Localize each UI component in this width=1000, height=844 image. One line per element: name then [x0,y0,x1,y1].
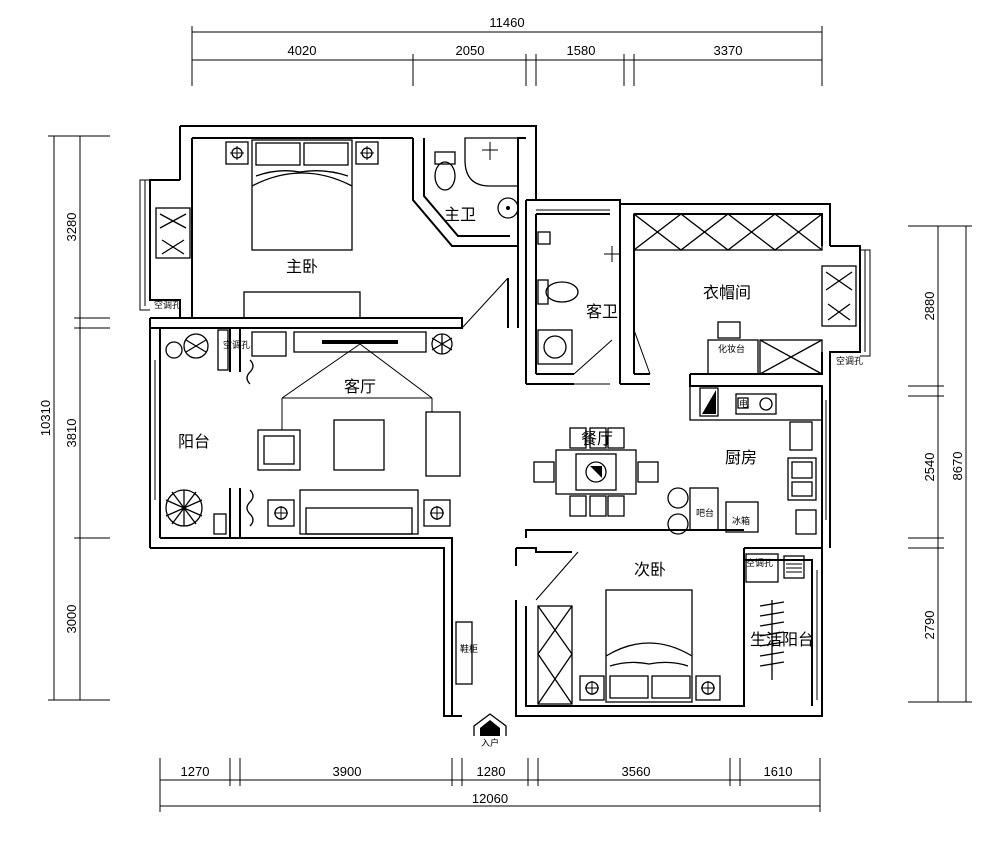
room-label-cloakroom: 衣帽间 [703,284,751,302]
utility-balcony-items [745,553,805,680]
window-plant-icon [155,207,191,259]
room-label-balcony: 阳台 [178,433,210,451]
dining-table [533,427,659,517]
label-ac-hole-1: 空调孔 [154,299,181,310]
dim-bottom-2: 3900 [333,764,362,779]
room-label-master-bath: 主卫 [444,206,476,224]
dim-right-3: 2790 [922,611,937,640]
room-label-living-room: 客厅 [344,378,376,396]
dim-right-2: 2540 [922,453,937,482]
dim-top-2: 2050 [456,43,485,58]
label-ac-hole-3: 空调孔 [836,355,863,366]
room-label-second-bedroom: 次卧 [634,561,666,579]
shoe-cabinet [455,621,473,685]
balcony-items [213,329,287,535]
doors [461,277,651,601]
room-label-utility-balcony: 生活阳台 [750,631,814,649]
dim-right-1: 2880 [922,292,937,321]
dim-top-3: 1580 [567,43,596,58]
master-bed [251,139,353,251]
dim-bottom-1: 1270 [181,764,210,779]
label-entrance: 入户 [481,737,499,748]
entrance-arrow-icon [473,713,507,736]
second-wardrobe [537,605,573,705]
nightstand-lamp-icon [225,141,379,165]
dim-left-2: 3810 [64,419,79,448]
kitchen-fixtures [667,385,823,535]
top-dimensions: 11460 4020 2050 1580 3370 [191,15,823,86]
plant-icon [165,333,453,527]
walls [139,125,871,717]
living-furniture [257,411,461,535]
room-label-master-bedroom: 主卧 [286,258,318,276]
dim-bottom-3: 1280 [477,764,506,779]
dim-top-total: 11460 [489,15,524,30]
label-fridge: 冰箱 [732,515,750,526]
tv-viewing-lines [281,343,433,430]
wardrobe [633,213,823,375]
label-appliance: 电 [739,398,748,409]
dim-left-1: 3280 [64,213,79,242]
dim-top-4: 3370 [714,43,743,58]
dim-left-3: 3000 [64,605,79,634]
room-label-guest-bath: 客卫 [586,303,618,321]
dim-bottom-total: 12060 [472,791,508,806]
dim-right-total: 8670 [950,452,965,481]
tv-cabinet [293,331,427,353]
label-vanity: 化妆台 [718,343,745,354]
room-label-kitchen: 厨房 [725,449,757,467]
label-ac-hole-2: 空调孔 [223,339,250,350]
label-shoe-cabinet: 鞋柜 [460,643,478,654]
left-dimensions: 10310 3280 3810 3000 [38,135,110,701]
label-bar: 吧台 [696,507,714,518]
label-ac-hole-4: 空调孔 [746,557,773,568]
bottom-dimensions: 1270 3900 1280 3560 1610 12060 [159,758,821,812]
dim-left-total: 10310 [38,400,53,436]
guest-bath-fixtures [537,231,620,365]
room-label-dining-room: 餐厅 [581,430,613,448]
dim-bottom-4: 3560 [622,764,651,779]
right-dimensions: 2880 2540 2790 8670 [908,225,972,703]
cloakroom-window-plant-icon [821,265,857,327]
dim-bottom-5: 1610 [764,764,793,779]
master-bath-fixtures [434,137,519,219]
master-tv-cabinet [243,291,361,319]
second-bed [579,589,721,703]
dim-top-1: 4020 [288,43,317,58]
